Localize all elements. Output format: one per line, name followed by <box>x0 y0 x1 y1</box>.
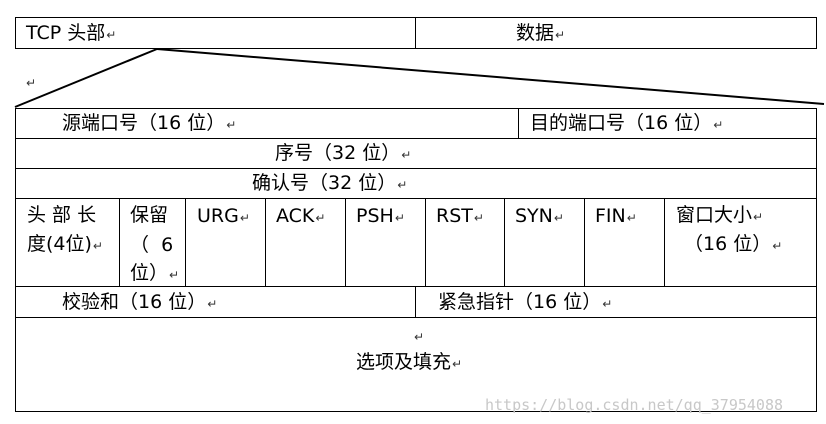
window-size-label-line2: （16 位）↵ <box>684 233 783 255</box>
paragraph-mark: ↵ <box>26 76 37 90</box>
reserved-label-line3: 位）↵ <box>130 262 180 284</box>
flag-cell-rst <box>425 198 505 287</box>
expansion-line-right <box>156 48 825 105</box>
destination-port-label: 目的端口号（16 位）↵ <box>530 112 724 134</box>
flag-label-urg: URG↵ <box>197 205 250 227</box>
data-cell <box>415 17 817 49</box>
source-port-cell <box>15 108 519 139</box>
options-padding-label: 选项及填充↵ <box>356 351 463 373</box>
data-label: 数据↵ <box>516 22 566 44</box>
paragraph-mark: ↵ <box>414 330 425 344</box>
flag-cell-ack <box>265 198 346 287</box>
window-size-label-line1: 窗口大小↵ <box>676 204 764 226</box>
flag-label-fin: FIN↵ <box>595 205 637 227</box>
flag-label-rst: RST↵ <box>436 205 484 227</box>
checksum-label: 校验和（16 位）↵ <box>62 291 218 313</box>
header-length-cell <box>15 198 120 287</box>
header-length-label-line1: 头 部 长 <box>27 204 97 226</box>
tcp-header-label: TCP 头部↵ <box>26 22 117 44</box>
ack-number-label: 确认号（32 位）↵ <box>252 172 408 194</box>
source-port-label: 源端口号（16 位）↵ <box>62 112 237 134</box>
reserved-cell <box>119 198 186 287</box>
flag-cell-psh <box>345 198 426 287</box>
watermark: https://blog.csdn.net/qq_37954088 <box>485 396 784 414</box>
sequence-number-label: 序号（32 位）↵ <box>275 142 412 164</box>
expansion-line-left <box>14 48 158 108</box>
options-padding-cell <box>15 317 817 412</box>
checksum-cell <box>15 286 416 318</box>
flag-label-psh: PSH↵ <box>356 205 405 227</box>
reserved-label-line1: 保留 <box>130 204 169 226</box>
reserved-label-line2: （ 6 <box>130 234 174 256</box>
header-length-label-line2: 度(4位)↵ <box>27 233 103 255</box>
flag-label-ack: ACK↵ <box>276 205 326 227</box>
urgent-pointer-label: 紧急指针（16 位）↵ <box>438 291 613 313</box>
tcp-header-cell <box>15 17 416 49</box>
flag-label-syn: SYN↵ <box>515 205 564 227</box>
